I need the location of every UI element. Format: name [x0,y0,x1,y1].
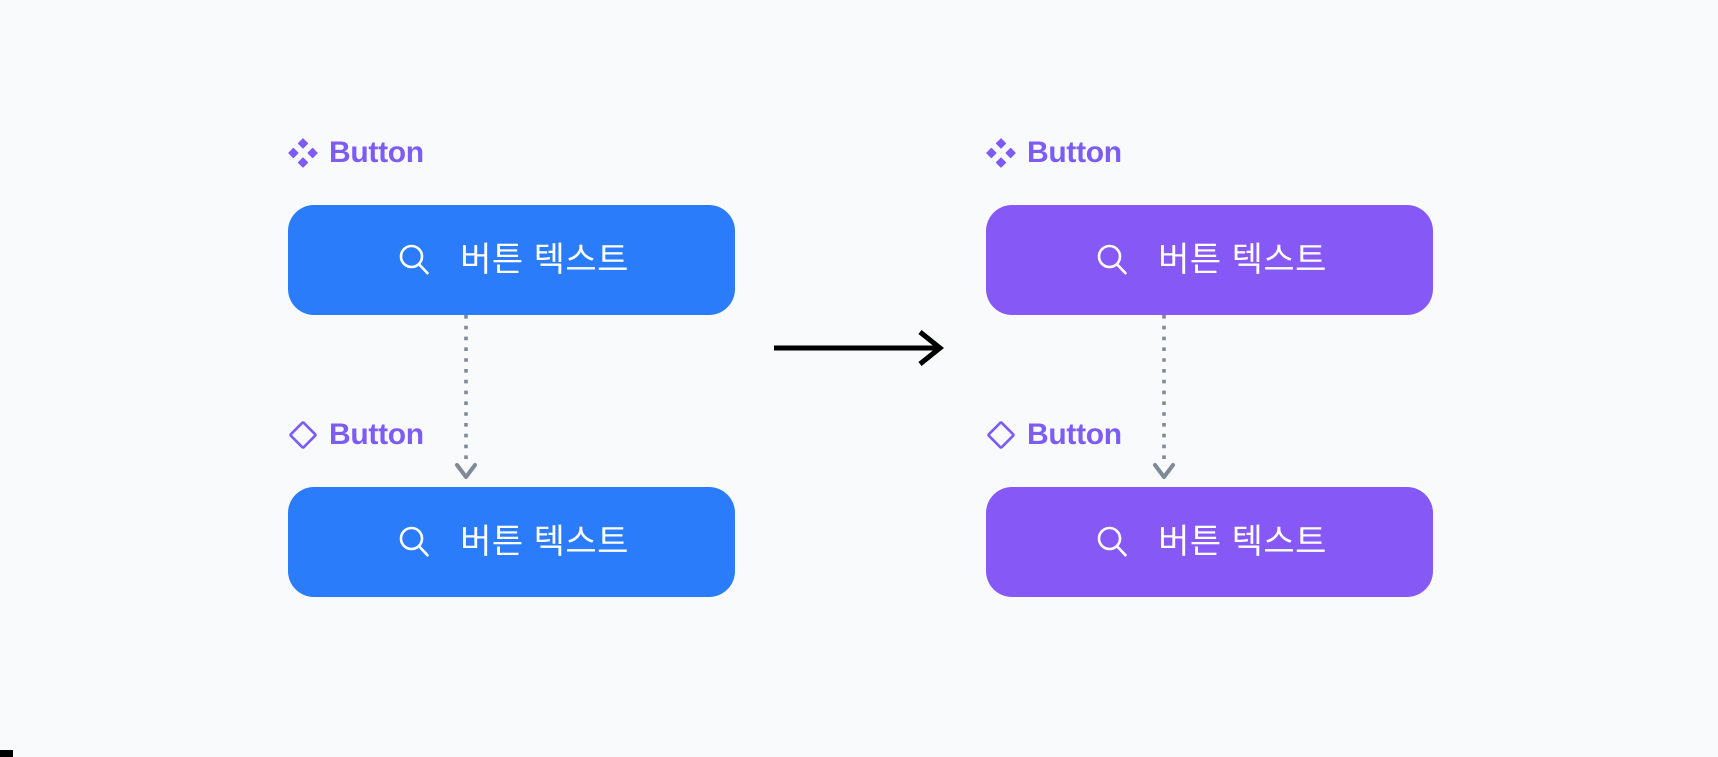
instance-label-text-left: Button [329,418,424,451]
instance-label-text-right: Button [1027,418,1122,451]
button-blue-instance[interactable]: 버튼 텍스트 [288,487,735,597]
search-icon [1097,526,1127,557]
instance-diamond-outline-icon [987,421,1015,449]
arrow-right-icon [774,330,945,366]
instance-label-right[interactable]: Button [986,415,1122,455]
component-label-text-right: Button [1027,136,1122,169]
button-label: 버튼 텍스트 [460,241,629,279]
button-purple-instance[interactable]: 버튼 텍스트 [986,487,1433,597]
button-label: 버튼 텍스트 [1158,241,1327,279]
search-icon [1097,244,1127,275]
group-left-blue: Button 버튼 텍스트 Button 버튼 텍스트 [288,0,738,757]
button-purple-component[interactable]: 버튼 텍스트 [986,205,1433,315]
search-icon [399,244,429,275]
component-diamond-cluster-icon [288,138,318,168]
search-icon [399,526,429,557]
component-diamond-cluster-icon [986,138,1016,168]
button-blue-component[interactable]: 버튼 텍스트 [288,205,735,315]
button-label: 버튼 텍스트 [1158,523,1327,561]
component-label-right[interactable]: Button [986,133,1122,173]
instance-diamond-outline-icon [289,421,317,449]
corner-marker [0,750,13,757]
component-label-text-left: Button [329,136,424,169]
button-label: 버튼 텍스트 [460,523,629,561]
instance-label-left[interactable]: Button [288,415,424,455]
component-label-left[interactable]: Button [288,133,424,173]
group-right-purple: Button 버튼 텍스트 Button 버튼 텍스트 [986,0,1436,757]
